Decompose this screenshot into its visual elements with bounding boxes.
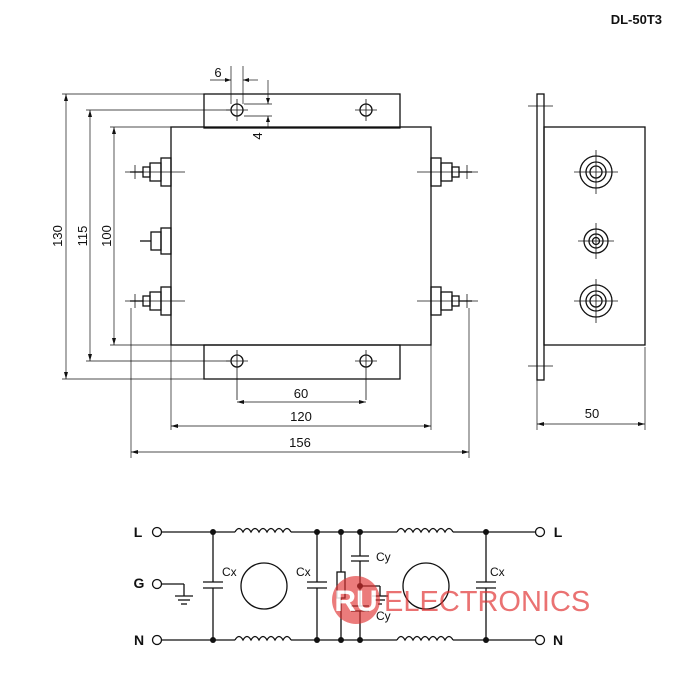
inductor-neutral: [234, 635, 292, 642]
top-flange: [203, 93, 401, 129]
dimensions: 6 4 130 115 100 60: [50, 65, 646, 458]
side-flange: [536, 93, 545, 381]
dim-height-overall: 130: [50, 225, 65, 247]
inductor-line: [234, 527, 292, 534]
mounting-hole: [355, 99, 377, 121]
dim-hole-drop: 4: [250, 132, 265, 139]
terminal-left-mid: [140, 227, 172, 255]
mounting-hole: [226, 350, 248, 400]
watermark-text: ELECTRONICS: [384, 586, 590, 618]
side-terminal-bottom: [574, 279, 618, 323]
dim-hole-spacing: 60: [294, 386, 308, 401]
filter-body: [170, 126, 432, 346]
label-neutral-out: N: [553, 632, 563, 648]
side-view: [528, 93, 646, 381]
side-terminal-mid: [578, 223, 614, 259]
side-body: [543, 126, 646, 346]
inductor-line-2: [396, 527, 454, 534]
label-cx-right: Cx: [490, 565, 505, 579]
ferrite-core-2: [402, 562, 450, 610]
dim-height-body: 100: [99, 225, 114, 247]
front-view: [125, 93, 478, 400]
watermark-logo-icon: [332, 576, 380, 624]
label-cx-mid: Cx: [296, 565, 311, 579]
dim-width-overall: 156: [289, 435, 311, 450]
label-line-in: L: [134, 524, 143, 540]
dim-depth: 50: [585, 406, 599, 421]
ferrite-core: [240, 562, 288, 610]
label-cx-left: Cx: [222, 565, 237, 579]
label-cy-bottom: Cy: [376, 609, 391, 623]
inductor-neutral-2: [396, 635, 454, 642]
bottom-flange: [203, 344, 401, 380]
watermark-ru: RU: [334, 585, 377, 618]
label-cy-top: Cy: [376, 550, 391, 564]
label-neutral-in: N: [134, 632, 144, 648]
label-ground: G: [134, 575, 145, 591]
watermark: RU ELECTRONICS: [332, 576, 590, 624]
model-label: DL-50T3: [611, 12, 662, 27]
dim-width-body: 120: [290, 409, 312, 424]
mounting-hole: [355, 350, 377, 400]
label-line-out: L: [554, 524, 563, 540]
dim-height-mounting: 115: [75, 226, 90, 247]
dim-hole-offset: 6: [214, 65, 221, 80]
side-terminal-top: [574, 150, 618, 194]
